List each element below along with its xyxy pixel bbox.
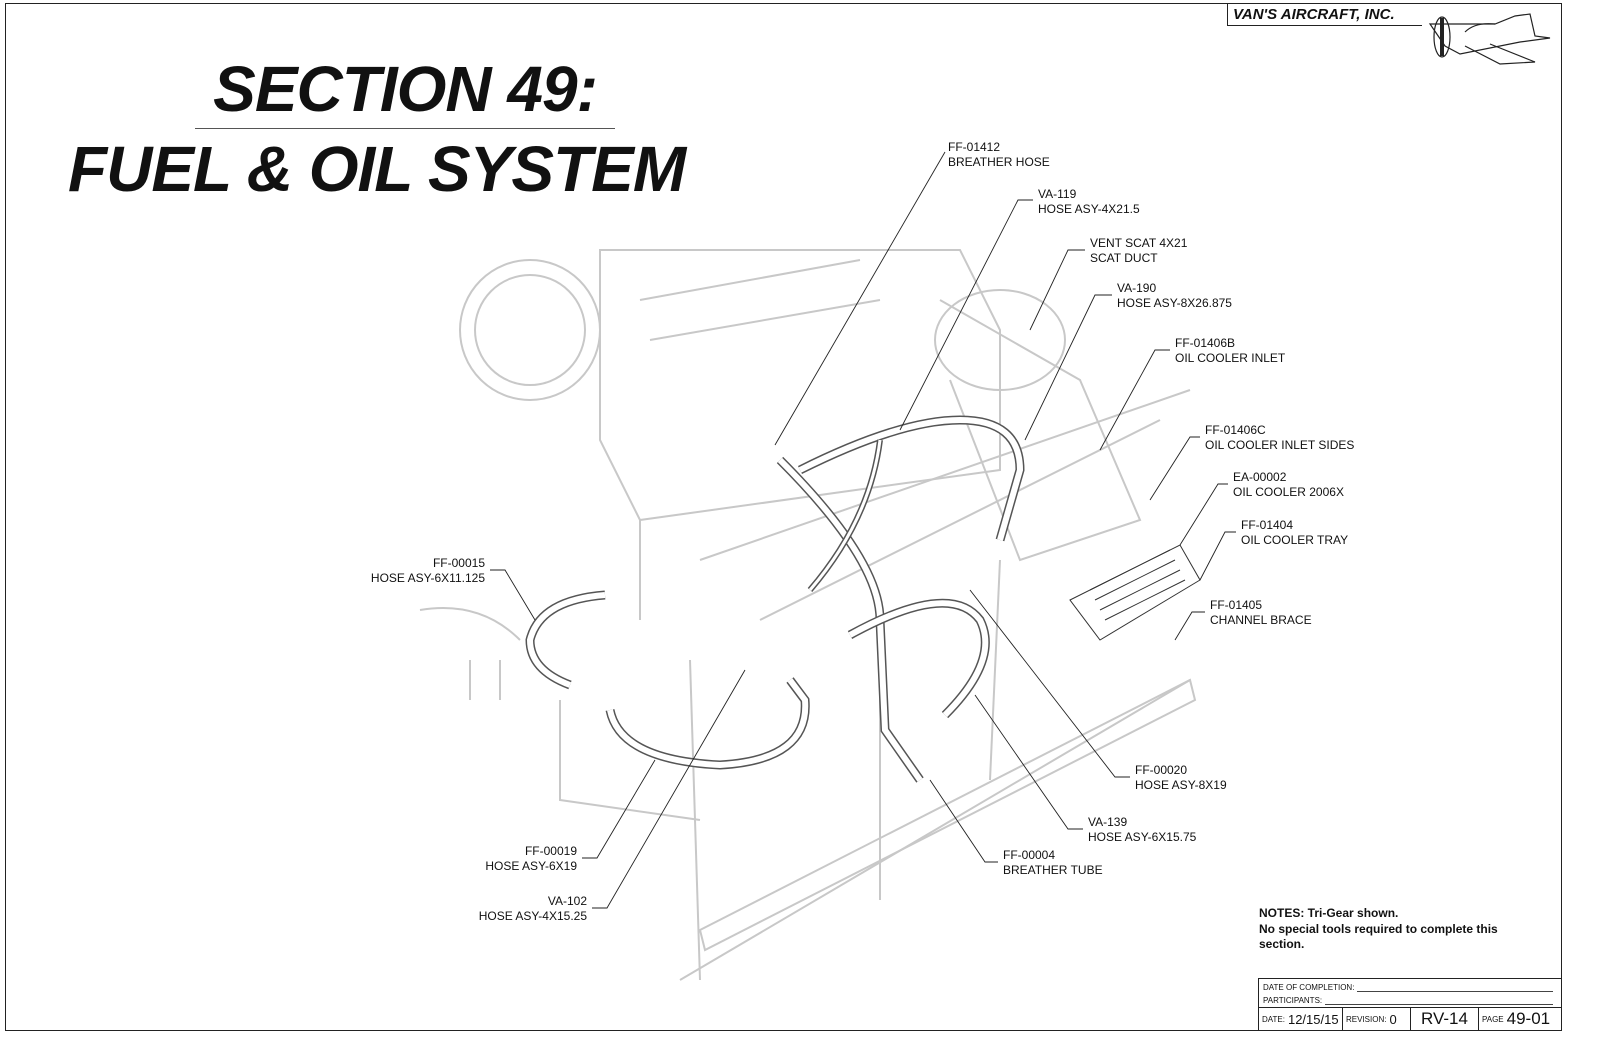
part-number: VA-190	[1117, 281, 1157, 295]
revision-value: 0	[1389, 1011, 1397, 1027]
part-number: FF-01405	[1210, 598, 1263, 612]
part-description: OIL COOLER TRAY	[1241, 533, 1349, 547]
date-label: DATE:	[1262, 1014, 1285, 1024]
part-number: FF-01412	[948, 140, 1001, 154]
date-value: 12/15/15	[1287, 1011, 1339, 1027]
part-description: HOSE ASY-4X15.25	[478, 909, 587, 923]
drawing-border	[5, 3, 1562, 1031]
part-description: OIL COOLER INLET	[1175, 351, 1286, 365]
page-number: 49-01	[1506, 1009, 1551, 1028]
part-description: HOSE ASY-6X19	[485, 859, 577, 873]
part-description: OIL COOLER INLET SIDES	[1205, 438, 1355, 452]
company-name: VAN'S AIRCRAFT, INC.	[1227, 4, 1422, 26]
part-number: EA-00002	[1233, 470, 1287, 484]
hoses	[525, 415, 1025, 783]
part-number: FF-01404	[1241, 518, 1294, 532]
part-number: FF-00004	[1003, 848, 1056, 862]
participants-field	[1325, 997, 1553, 1005]
revision-label: REVISION:	[1346, 1014, 1387, 1024]
part-number: FF-00015	[432, 556, 485, 570]
part-description: BREATHER TUBE	[1003, 863, 1103, 877]
notes: NOTES: Tri-Gear shown. No special tools …	[1259, 906, 1498, 953]
completion-field	[1357, 984, 1553, 992]
oil-cooler	[1069, 544, 1201, 641]
participants-label: PARTICIPANTS:	[1263, 996, 1323, 1005]
part-description: OIL COOLER 2006X	[1233, 485, 1344, 499]
airplane-logo-icon	[1428, 13, 1551, 65]
model-number: RV-14	[1421, 1009, 1468, 1028]
leader-lines	[490, 151, 1236, 909]
notes-line: No special tools required to complete th…	[1259, 921, 1498, 936]
part-description: CHANNEL BRACE	[1210, 613, 1312, 627]
completion-label: DATE OF COMPLETION:	[1263, 983, 1355, 992]
part-number: VA-139	[1088, 815, 1128, 829]
part-number: FF-00020	[1135, 763, 1188, 777]
part-description: HOSE ASY-6X15.75	[1088, 830, 1197, 844]
part-description: HOSE ASY-6X11.125	[370, 571, 485, 585]
part-number: VA-119	[1038, 187, 1077, 201]
section-number-title: SECTION 49:	[195, 52, 615, 129]
part-number: VENT SCAT 4X21	[1090, 236, 1188, 250]
part-number: FF-00019	[524, 844, 577, 858]
section-name-title: FUEL & OIL SYSTEM	[68, 133, 686, 205]
part-number: FF-01406C	[1205, 423, 1266, 437]
notes-line: NOTES: Tri-Gear shown.	[1259, 906, 1399, 920]
notes-line: section.	[1259, 937, 1305, 951]
part-description: HOSE ASY-8X19	[1135, 778, 1227, 792]
engine-sketch	[419, 249, 1197, 981]
page-label: PAGE	[1482, 1014, 1504, 1024]
title-block: DATE OF COMPLETION: PARTICIPANTS: DATE:1…	[1258, 978, 1562, 1031]
part-number: FF-01406B	[1175, 336, 1236, 350]
part-description: HOSE ASY-4X21.5	[1038, 202, 1140, 216]
part-number: VA-102	[547, 894, 587, 908]
part-description: HOSE ASY-8X26.875	[1117, 296, 1232, 310]
part-description: BREATHER HOSE	[948, 155, 1050, 169]
part-description: SCAT DUCT	[1090, 251, 1158, 265]
